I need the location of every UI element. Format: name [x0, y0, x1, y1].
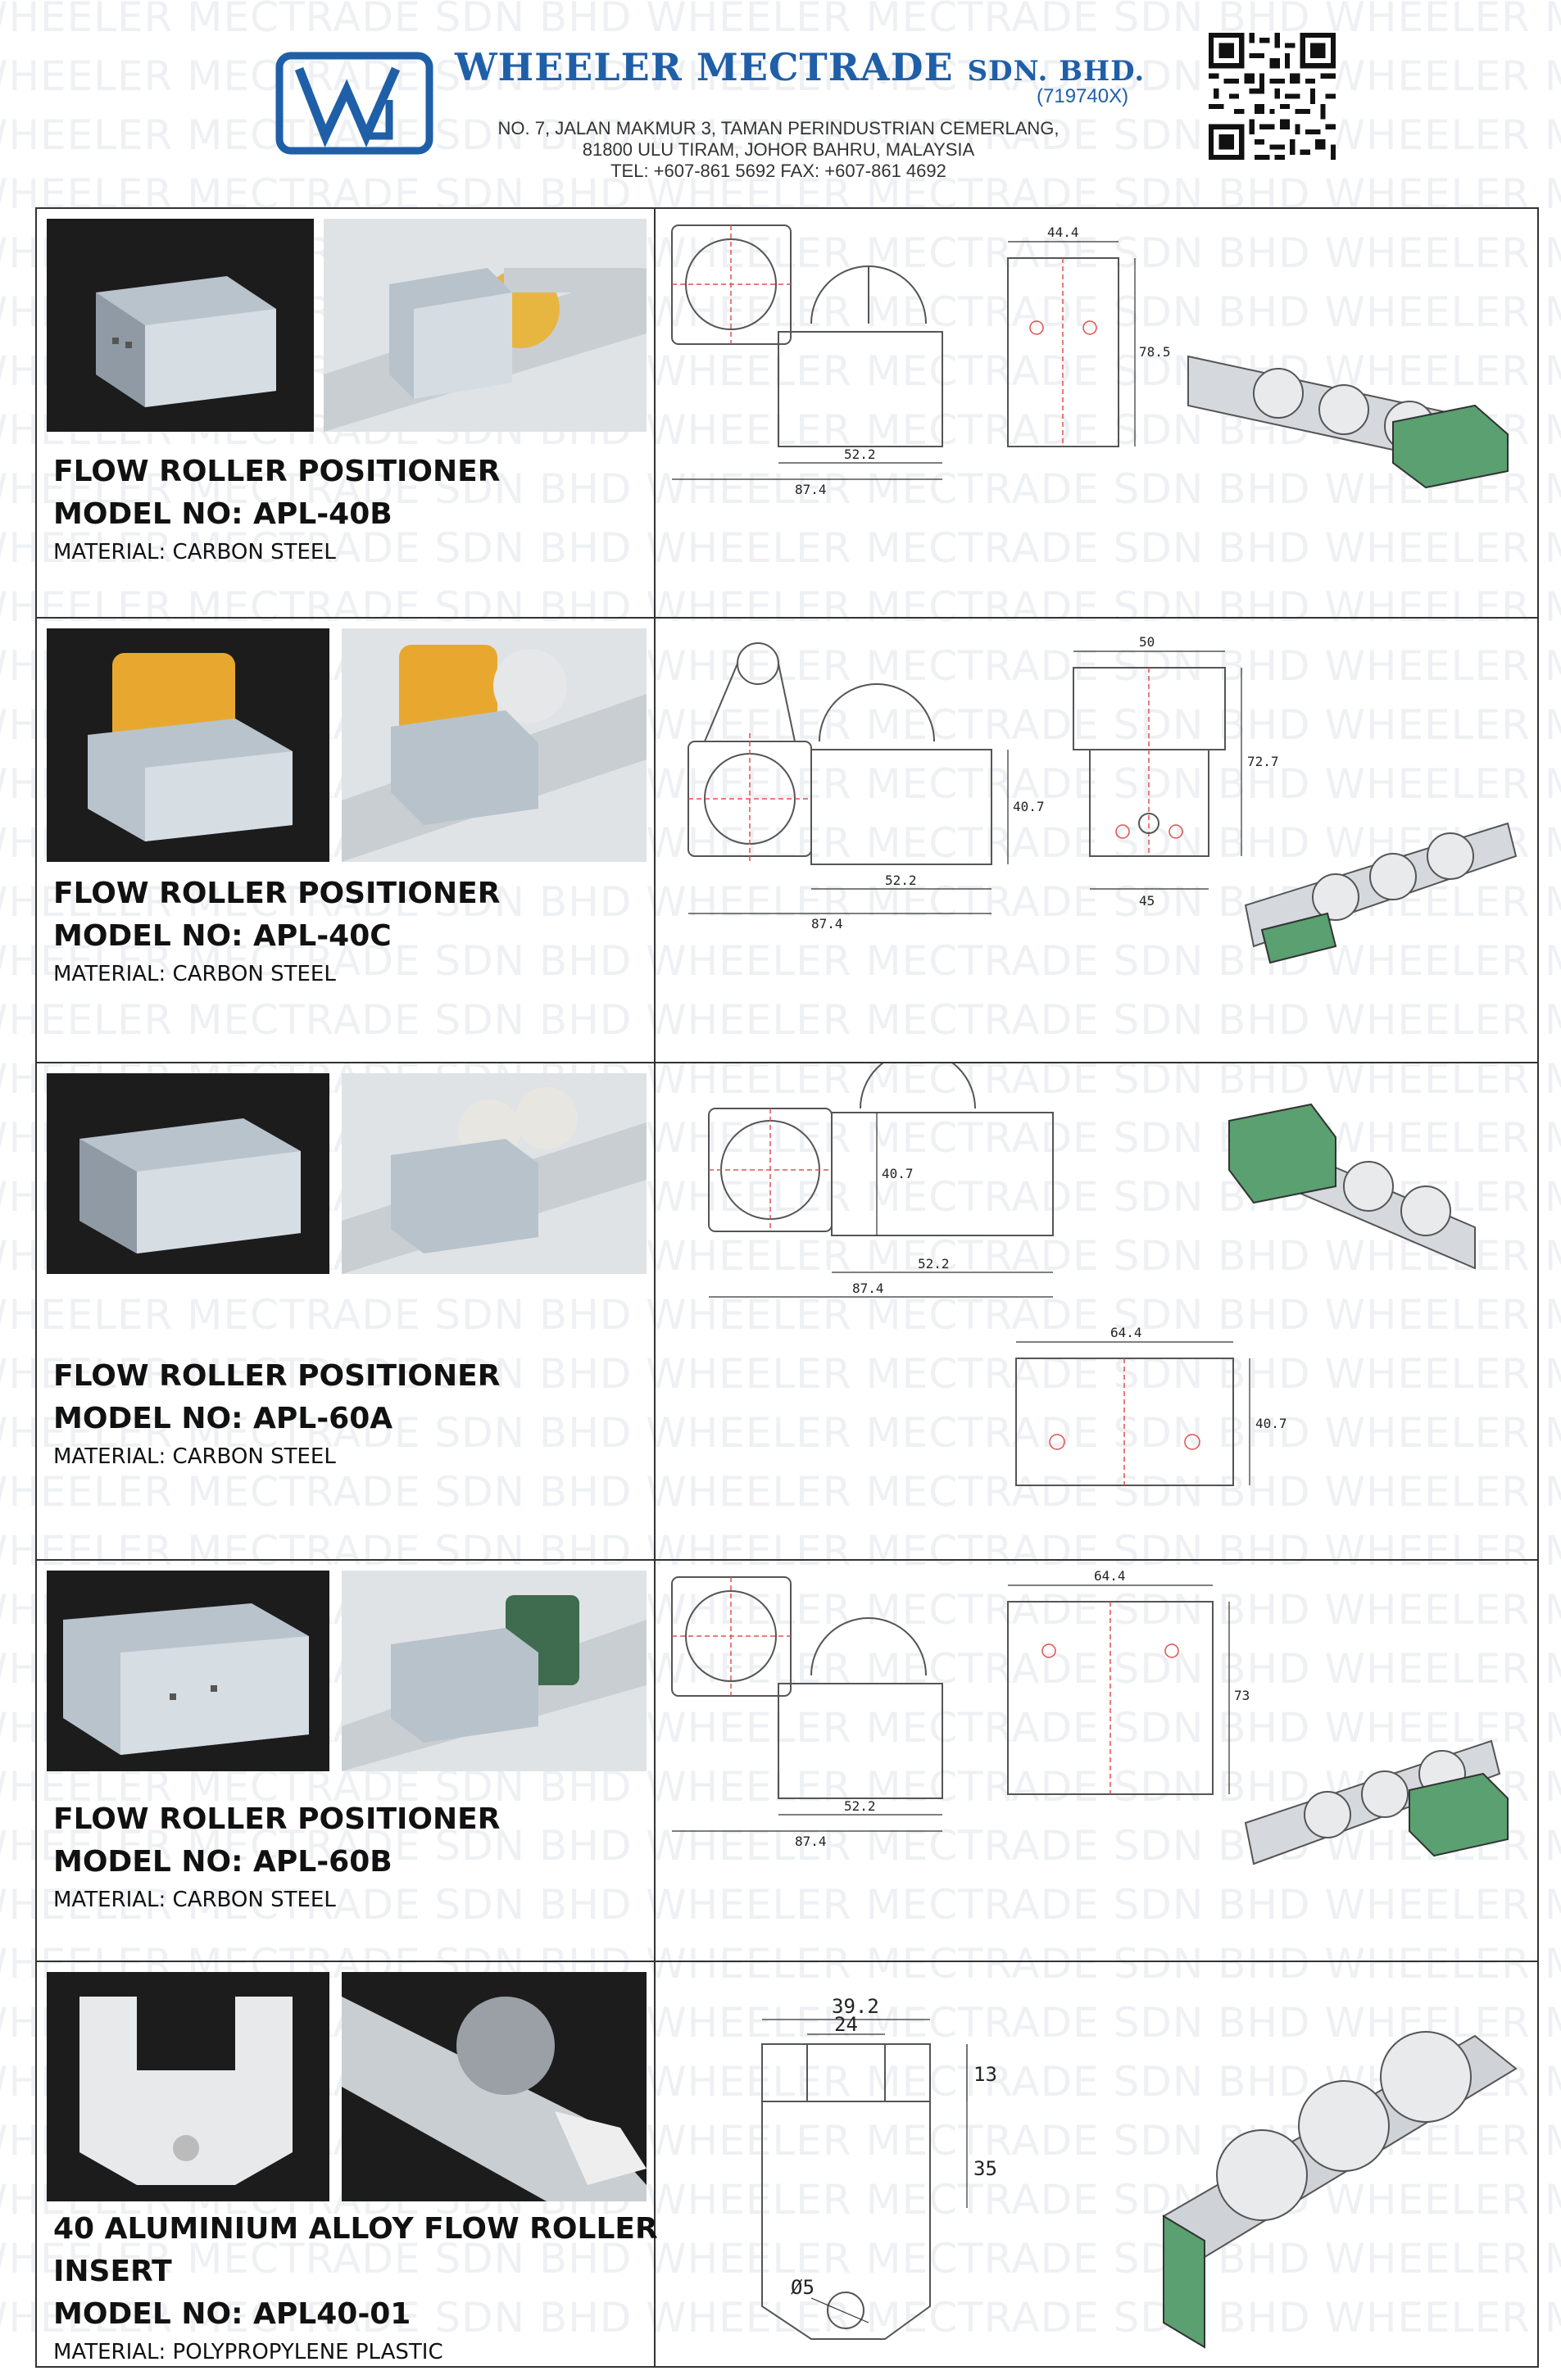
company-address: NO. 7, JALAN MAKMUR 3, TAMAN PERINDUSTRI…: [483, 118, 1073, 182]
dimension-label: 64.4: [1110, 1325, 1142, 1340]
product-material: MATERIAL: POLYPROPYLENE PLASTIC: [53, 2340, 443, 2364]
product-material: MATERIAL: CARBON STEEL: [53, 540, 336, 564]
dimension-label: 73: [1234, 1688, 1250, 1703]
technical-drawing-cell: 44.4 78.5 52.2 87.4: [656, 209, 1537, 617]
product-title: FLOW ROLLER POSITIONER: [53, 455, 501, 488]
product-title: 40 ALUMINIUM ALLOY FLOW ROLLER: [53, 2212, 658, 2246]
technical-drawing: 64.4 73 52.2 87.4: [656, 1561, 1539, 1961]
dimension-label: 64.4: [1094, 1568, 1126, 1584]
product-info-cell: FLOW ROLLER POSITIONER MODEL NO: APL-40B…: [37, 209, 656, 617]
technical-drawing-cell: 50 72.7 40.7 52.2 87.4 45: [656, 619, 1537, 1062]
product-photo: [47, 219, 314, 432]
dimension-label: 35: [973, 2157, 997, 2180]
product-photo: [342, 1073, 647, 1274]
product-model: MODEL NO: APL-40B: [53, 497, 393, 531]
address-line: NO. 7, JALAN MAKMUR 3, TAMAN PERINDUSTRI…: [497, 118, 1060, 138]
product-photo: [342, 1972, 647, 2201]
dimension-label: 52.2: [885, 873, 917, 888]
company-name: WHEELER MECTRADE SDN. BHD.: [455, 45, 1145, 89]
product-photo: [47, 1972, 329, 2201]
technical-drawing-cell: 40.7 52.2 87.4 64.4 40.7: [656, 1063, 1537, 1559]
dimension-label: 44.4: [1047, 224, 1079, 240]
product-material: MATERIAL: CARBON STEEL: [53, 1888, 336, 1912]
product-material: MATERIAL: CARBON STEEL: [53, 962, 336, 986]
contact-line: TEL: +607-861 5692 FAX: +607-861 4692: [610, 161, 946, 181]
dimension-label: Ø5: [791, 2276, 815, 2299]
product-labels: FLOW ROLLER POSITIONER MODEL NO: APL-60B…: [53, 1798, 500, 1916]
dimension-label: 78.5: [1139, 344, 1171, 360]
product-labels: FLOW ROLLER POSITIONER MODEL NO: APL-40B…: [53, 451, 500, 569]
qr-code-icon: [1209, 33, 1336, 160]
product-photo: [47, 628, 329, 862]
technical-drawing: 44.4 78.5 52.2 87.4: [656, 209, 1539, 617]
product-photo: [342, 1571, 647, 1771]
technical-drawing-cell: 64.4 73 52.2 87.4: [656, 1561, 1537, 1961]
product-labels: 40 ALUMINIUM ALLOY FLOW ROLLER INSERT MO…: [53, 2208, 658, 2369]
product-photo: [47, 1571, 329, 1771]
product-model: MODEL NO: APL-40C: [53, 919, 392, 953]
product-model: MODEL NO: APL40-01: [53, 2297, 411, 2331]
dimension-label: 40.7: [882, 1166, 914, 1181]
dimension-label: 40.7: [1013, 799, 1045, 814]
product-material: MATERIAL: CARBON STEEL: [53, 1444, 336, 1469]
dimension-label: 87.4: [795, 1834, 827, 1849]
registration-number: (719740X): [1037, 85, 1129, 107]
product-photo: [342, 628, 647, 862]
product-row-apl-60a: FLOW ROLLER POSITIONER MODEL NO: APL-60A…: [37, 1063, 1537, 1561]
dimension-label: 87.4: [852, 1281, 884, 1296]
product-labels: FLOW ROLLER POSITIONER MODEL NO: APL-40C…: [53, 873, 500, 991]
dimension-label: 40.7: [1255, 1416, 1287, 1431]
product-row-apl-40b: FLOW ROLLER POSITIONER MODEL NO: APL-40B…: [37, 209, 1537, 619]
address-line: 81800 ULU TIRAM, JOHOR BAHRU, MALAYSIA: [582, 139, 975, 160]
product-row-apl-40c: FLOW ROLLER POSITIONER MODEL NO: APL-40C…: [37, 619, 1537, 1063]
dimension-label: 52.2: [844, 1798, 876, 1814]
product-title-line2: INSERT: [53, 2255, 172, 2288]
dimension-label: 45: [1139, 893, 1155, 909]
dimension-label: 52.2: [918, 1256, 950, 1272]
dimension-label: 87.4: [795, 482, 827, 497]
technical-drawing: 40.7 52.2 87.4 64.4 40.7: [656, 1063, 1539, 1559]
product-photo: [324, 219, 647, 432]
product-info-cell: FLOW ROLLER POSITIONER MODEL NO: APL-60A…: [37, 1063, 656, 1559]
dimension-label: 24: [834, 2013, 858, 2036]
product-info-cell: FLOW ROLLER POSITIONER MODEL NO: APL-40C…: [37, 619, 656, 1062]
dimension-label: 72.7: [1247, 754, 1279, 769]
product-labels: FLOW ROLLER POSITIONER MODEL NO: APL-60A…: [53, 1355, 500, 1473]
product-photo: [47, 1073, 329, 1274]
dimension-label: 39.2: [832, 1995, 879, 2018]
product-model: MODEL NO: APL-60A: [53, 1402, 393, 1435]
technical-drawing: 39.2 24 13 35 Ø5: [656, 1962, 1539, 2366]
dimension-label: 13: [973, 2063, 997, 2086]
letterhead: WHEELER MECTRADE SDN. BHD. (719740X) NO.…: [0, 0, 1561, 197]
product-model: MODEL NO: APL-60B: [53, 1845, 393, 1879]
company-logo-icon: [275, 51, 434, 156]
product-title: FLOW ROLLER POSITIONER: [53, 1359, 501, 1393]
company-name-main: WHEELER MECTRADE: [455, 45, 954, 89]
dimension-label: 50: [1139, 634, 1155, 650]
product-table: FLOW ROLLER POSITIONER MODEL NO: APL-40B…: [35, 207, 1539, 2368]
product-info-cell: 40 ALUMINIUM ALLOY FLOW ROLLER INSERT MO…: [37, 1962, 658, 2369]
dimension-label: 52.2: [844, 447, 876, 462]
company-name-suffix: SDN. BHD.: [967, 55, 1146, 88]
product-info-cell: FLOW ROLLER POSITIONER MODEL NO: APL-60B…: [37, 1561, 656, 1961]
technical-drawing: 50 72.7 40.7 52.2 87.4 45: [656, 619, 1539, 1062]
product-row-apl40-01: 40 ALUMINIUM ALLOY FLOW ROLLER INSERT MO…: [37, 1962, 1537, 2368]
product-row-apl-60b: FLOW ROLLER POSITIONER MODEL NO: APL-60B…: [37, 1561, 1537, 1962]
technical-drawing-cell: 39.2 24 13 35 Ø5: [656, 1962, 1537, 2368]
dimension-label: 87.4: [811, 916, 843, 932]
product-title: FLOW ROLLER POSITIONER: [53, 1802, 501, 1836]
product-title: FLOW ROLLER POSITIONER: [53, 877, 501, 910]
